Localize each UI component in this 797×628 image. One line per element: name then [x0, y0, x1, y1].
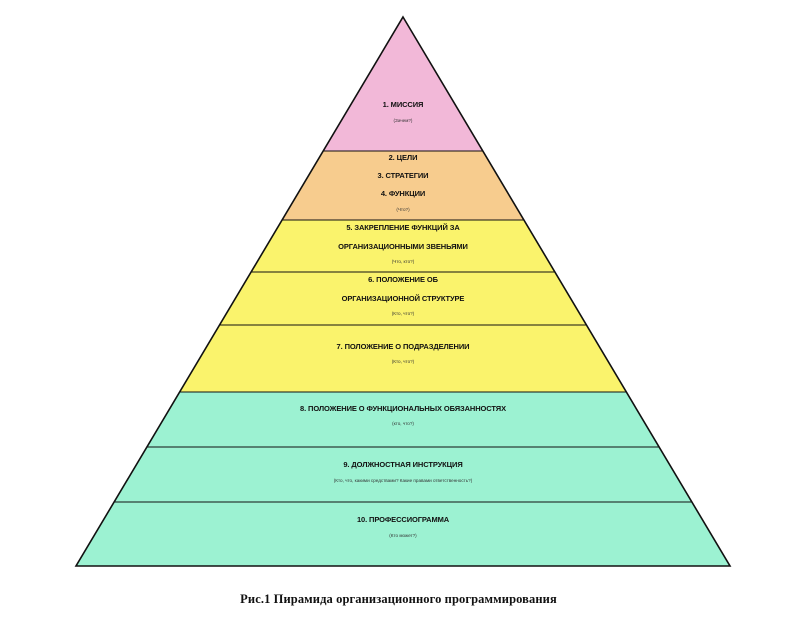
- tier-4-question: (Кто, что?): [392, 311, 415, 316]
- pyramid-tier-5: [179, 325, 627, 392]
- pyramid-tier-8: [76, 502, 730, 566]
- pyramid-tier-1: [323, 17, 483, 151]
- tier-5-question: (Кто, что?): [392, 359, 415, 364]
- tier-8-label: 10. ПРОФЕССИОГРАММА: [357, 515, 450, 524]
- pyramid-tier-4: [219, 272, 587, 325]
- pyramid-outline: [74, 15, 732, 567]
- pyramid-tier-7: [114, 447, 692, 502]
- tier-3-label: 5. ЗАКРЕПЛЕНИЕ ФУНКЦИЙ ЗА: [346, 223, 460, 232]
- tier-6-label: 8. ПОЛОЖЕНИЕ О ФУНКЦИОНАЛЬНЫХ ОБЯЗАННОСТ…: [300, 404, 506, 413]
- pyramid-tier-3: [251, 220, 555, 272]
- tier-2-label: 4. ФУНКЦИИ: [381, 189, 425, 198]
- tier-3-question: (Что, кто?): [392, 259, 415, 264]
- tier-2-label: 2. ЦЕЛИ: [389, 153, 418, 162]
- tier-1-label: 1. МИССИЯ: [383, 100, 424, 109]
- tier-1-question: (Зачем?): [394, 118, 413, 123]
- tier-7-question: (Кто, что, какими средствами? Какие прав…: [334, 478, 473, 483]
- tier-8-question: (Кто может?): [389, 533, 417, 538]
- tier-6-question: (кто, что?): [392, 421, 414, 426]
- tier-5-label: 7. ПОЛОЖЕНИЕ О ПОДРАЗДЕЛЕНИИ: [337, 342, 470, 351]
- tier-2-question: (Что?): [396, 207, 410, 212]
- tier-4-label: ОРГАНИЗАЦИОННОЙ СТРУКТУРЕ: [342, 294, 465, 303]
- pyramid-tier-2: [282, 151, 524, 220]
- tier-3-label: ОРГАНИЗАЦИОННЫМИ ЗВЕНЬЯМИ: [338, 242, 468, 251]
- pyramid-tier-6: [146, 392, 660, 447]
- tier-4-label: 6. ПОЛОЖЕНИЕ ОБ: [368, 275, 438, 284]
- figure-caption: Рис.1 Пирамида организационного программ…: [240, 592, 557, 606]
- tier-2-label: 3. СТРАТЕГИИ: [378, 171, 429, 180]
- tier-7-label: 9. ДОЛЖНОСТНАЯ ИНСТРУКЦИЯ: [343, 460, 462, 469]
